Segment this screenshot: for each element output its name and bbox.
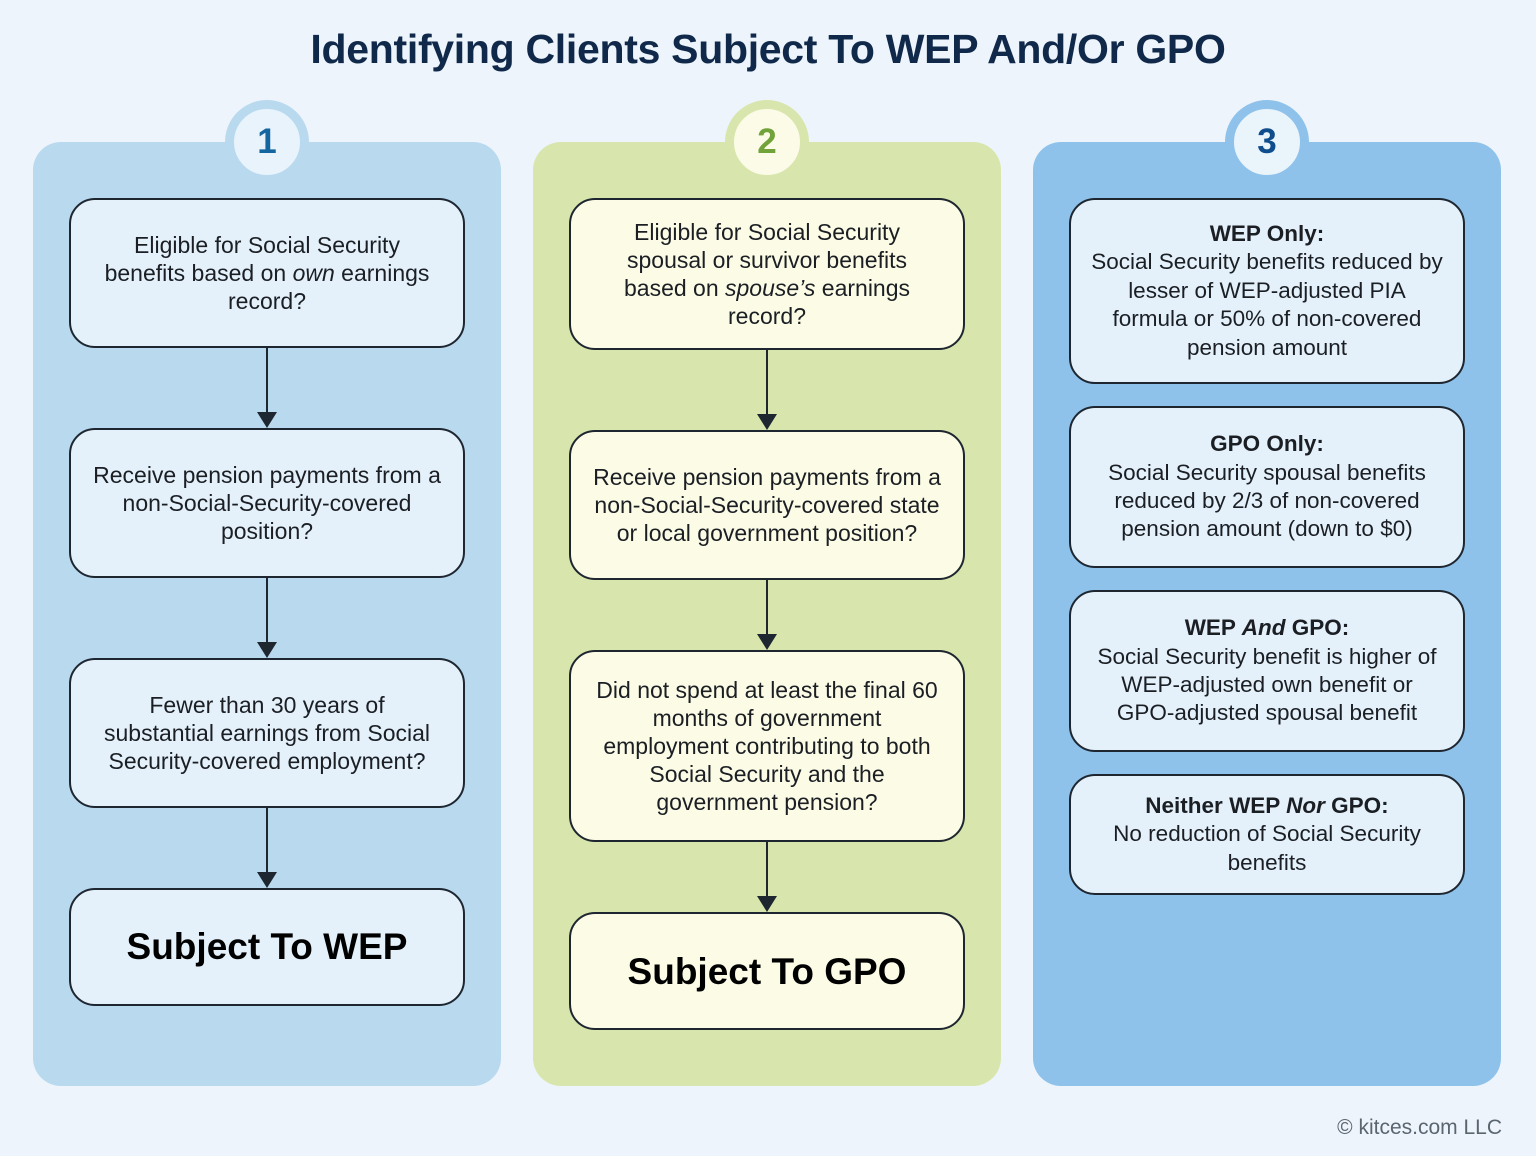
node-gpo-question-2-text: Receive pension payments from a non-Soci…	[593, 464, 941, 547]
node-wep-question-1[interactable]: Eligible for Social Security benefits ba…	[69, 198, 465, 348]
outcome-body: Social Security spousal benefits reduced…	[1108, 459, 1426, 542]
step-badge-1-number: 1	[257, 122, 277, 161]
node-wep-result[interactable]: Subject To WEP	[69, 888, 465, 1006]
header-emphasis: And	[1241, 615, 1286, 641]
text-segment: earnings record?	[228, 259, 430, 315]
node-wep-question-3[interactable]: Fewer than 30 years of substantial earni…	[69, 658, 465, 808]
node-wep-question-2[interactable]: Receive pension payments from a non-Soci…	[69, 428, 465, 578]
header-segment: GPO:	[1324, 793, 1389, 818]
header-segment: WEP Only:	[1209, 221, 1325, 247]
connector-gpo-3-to-result	[757, 842, 777, 913]
page-title: Identifying Clients Subject To WEP And/O…	[310, 26, 1226, 72]
node-gpo-question-1[interactable]: Eligible for Social Security spousal or …	[569, 198, 965, 351]
arrowhead-icon	[757, 414, 777, 431]
connector-gpo-1-to-2	[757, 350, 777, 431]
outcome-body: Social Security benefit is higher of WEP…	[1097, 643, 1437, 726]
columns-container: 1 Eligible for Social Security benefits …	[33, 100, 1503, 1086]
node-wep-question-1-text: Eligible for Social Security benefits ba…	[93, 231, 441, 315]
connector-wep-3-to-result	[257, 808, 277, 888]
outcome-body: No reduction of Social Security benefits	[1113, 821, 1421, 875]
node-outcome-neither[interactable]: Neither WEP Nor GPO: No reduction of Soc…	[1069, 774, 1465, 896]
column-gpo-path: 2 Eligible for Social Security spousal o…	[533, 100, 1001, 1086]
arrowhead-icon	[257, 642, 277, 658]
node-outcome-wep-only[interactable]: WEP Only: Social Security benefits reduc…	[1069, 198, 1465, 384]
header-segment: WEP	[1184, 615, 1242, 641]
header-emphasis: Nor	[1286, 793, 1325, 818]
node-wep-question-3-text: Fewer than 30 years of substantial earni…	[104, 691, 430, 775]
text-segment: Eligible for Social Security spousal or …	[623, 219, 907, 302]
emphasis-segment: spouse’s	[725, 275, 816, 302]
step-badge-3: 3	[1225, 100, 1309, 184]
node-gpo-question-3-text: Did not spend at least the final 60 mont…	[596, 677, 938, 816]
node-gpo-result[interactable]: Subject To GPO	[569, 912, 965, 1031]
node-wep-question-2-text: Receive pension payments from a non-Soci…	[93, 461, 441, 545]
emphasis-segment: own	[292, 259, 335, 286]
node-gpo-question-2[interactable]: Receive pension payments from a non-Soci…	[569, 430, 965, 581]
connector-wep-1-to-2	[257, 348, 277, 428]
node-outcome-neither-text: Neither WEP Nor GPO: No reduction of Soc…	[1091, 792, 1443, 877]
header-segment: GPO Only:	[1210, 431, 1324, 457]
step-badge-3-number: 3	[1257, 122, 1277, 161]
node-outcome-wep-only-text: WEP Only: Social Security benefits reduc…	[1091, 220, 1443, 362]
text-segment: Eligible for Social Security benefits ba…	[104, 231, 400, 286]
node-outcome-wep-and-gpo-text: WEP And GPO: Social Security benefit is …	[1091, 614, 1443, 727]
header-segment: Neither WEP	[1145, 793, 1287, 818]
header-segment: GPO:	[1285, 615, 1350, 641]
arrowhead-icon	[257, 872, 277, 888]
node-gpo-question-1-text: Eligible for Social Security spousal or …	[593, 218, 941, 330]
column-wep-path: 1 Eligible for Social Security benefits …	[33, 100, 501, 1086]
copyright-footer: © kitces.com LLC	[1337, 1116, 1502, 1139]
outcome-header: Neither WEP Nor GPO:	[1145, 793, 1388, 818]
outcome-node-stack: WEP Only: Social Security benefits reduc…	[1069, 198, 1465, 896]
node-wep-result-text: Subject To WEP	[126, 926, 408, 968]
connector-wep-2-to-3	[257, 578, 277, 658]
node-gpo-result-text: Subject To GPO	[627, 950, 907, 992]
gpo-node-stack: Eligible for Social Security spousal or …	[569, 198, 965, 1031]
node-outcome-gpo-only-text: GPO Only: Social Security spousal benefi…	[1091, 430, 1443, 543]
step-badge-1: 1	[225, 100, 309, 184]
node-outcome-wep-and-gpo[interactable]: WEP And GPO: Social Security benefit is …	[1069, 590, 1465, 752]
outcome-body: Social Security benefits reduced by less…	[1091, 249, 1443, 360]
connector-gpo-2-to-3	[757, 580, 777, 651]
node-outcome-gpo-only[interactable]: GPO Only: Social Security spousal benefi…	[1069, 406, 1465, 568]
wep-node-stack: Eligible for Social Security benefits ba…	[69, 198, 465, 1006]
column-outcomes: 3 WEP Only: Social Security benefits red…	[1033, 100, 1501, 1086]
arrowhead-icon	[757, 896, 777, 913]
outcome-header: WEP And GPO:	[1185, 615, 1350, 640]
step-badge-2-number: 2	[757, 122, 777, 161]
arrowhead-icon	[757, 634, 777, 651]
text-segment: earnings record?	[728, 275, 911, 330]
arrowhead-icon	[257, 412, 277, 428]
outcome-header: WEP Only:	[1210, 221, 1325, 246]
node-gpo-question-3[interactable]: Did not spend at least the final 60 mont…	[569, 650, 965, 843]
step-badge-2: 2	[725, 100, 809, 184]
outcome-header: GPO Only:	[1210, 431, 1324, 456]
